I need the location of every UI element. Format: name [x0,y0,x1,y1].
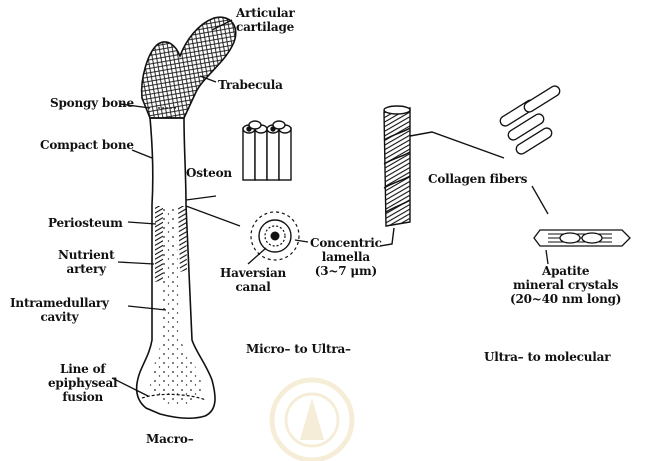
label-line: Haversian [220,266,286,280]
scale-macro: Macro– [146,432,194,446]
label-spongy-bone: Spongy bone [50,96,134,110]
label-line: mineral crystals [510,278,621,292]
label-line: cartilage [236,20,295,34]
osteon-cross-section [248,212,308,264]
label-compact-bone: Compact bone [40,138,134,152]
osteon-bundle [243,121,291,180]
label-line: lamella [310,250,382,264]
label-concentric-lamella: Concentric lamella (3~7 μm) [310,236,382,278]
label-line: Nutrient [58,248,114,262]
label-line: Line of [48,362,117,376]
label-line: (20~40 nm long) [510,292,621,306]
label-line: Articular [236,6,295,20]
label-articular-cartilage: Articular cartilage [236,6,295,34]
label-intramedullary-cavity: Intramedullary cavity [10,296,109,324]
bone-head-spongy [142,17,236,118]
apatite-crystals [534,230,630,264]
label-apatite-crystals: Apatite mineral crystals (20~40 nm long) [510,264,621,306]
label-line: Apatite [510,264,621,278]
label-nutrient-artery: Nutrient artery [58,248,114,276]
scale-micro-to-ultra: Micro– to Ultra– [246,342,351,356]
label-line: artery [58,262,114,276]
collagen-fibers [498,84,561,214]
watermark-seal [272,380,352,460]
label-line: cavity [10,310,109,324]
label-line: epiphyseal [48,376,117,390]
label-line: Concentric [310,236,382,250]
label-line: Intramedullary [10,296,109,310]
label-periosteum: Periosteum [48,216,123,230]
label-line: canal [220,280,286,294]
label-line: (3~7 μm) [310,264,382,278]
label-line: fusion [48,390,117,404]
label-collagen-fibers: Collagen fibers [428,172,527,186]
label-trabecula: Trabecula [218,78,283,92]
scale-ultra-to-molecular: Ultra– to molecular [484,350,610,364]
label-haversian-canal: Haversian canal [220,266,286,294]
label-epiphyseal-fusion: Line of epiphyseal fusion [48,362,117,404]
label-osteon: Osteon [186,166,232,180]
